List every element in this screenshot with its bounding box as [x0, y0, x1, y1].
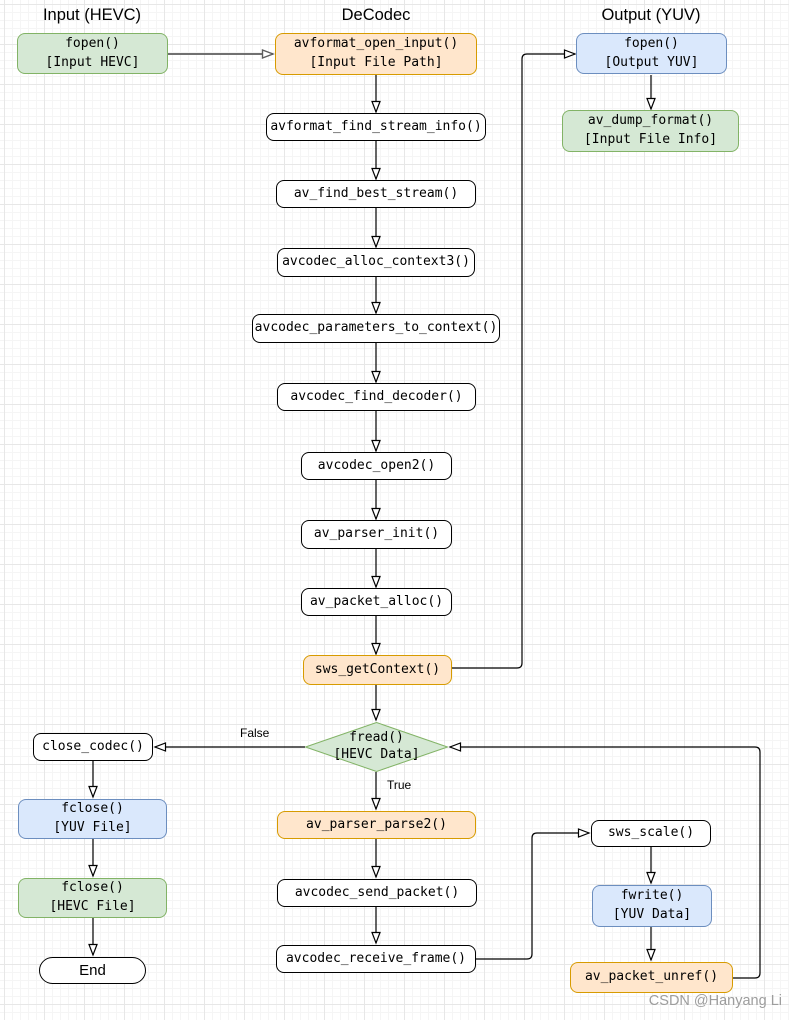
node-fopen-input-hevc: fopen() [Input HEVC]: [17, 33, 168, 74]
node-avformat-find-stream-info: avformat_find_stream_info(): [266, 113, 486, 141]
node-avcodec-alloc-context3: avcodec_alloc_context3(): [277, 248, 475, 277]
node-fread-decision: fread() [HEVC Data]: [305, 722, 448, 772]
node-fopen-output-yuv: fopen() [Output YUV]: [576, 33, 727, 74]
node-avformat-open-input: avformat_open_input() [Input File Path]: [275, 33, 477, 75]
fread-label: fread() [HEVC Data]: [333, 730, 420, 762]
edge-label-false: False: [240, 726, 270, 740]
node-fclose-yuv: fclose() [YUV File]: [18, 799, 167, 839]
node-fwrite-yuv: fwrite() [YUV Data]: [592, 885, 712, 927]
node-av-parser-parse2: av_parser_parse2(): [277, 811, 476, 839]
edge-label-true: True: [387, 778, 412, 792]
node-avcodec-parameters-to-context: avcodec_parameters_to_context(): [252, 314, 500, 343]
node-avcodec-open2: avcodec_open2(): [301, 452, 452, 480]
node-av-packet-alloc: av_packet_alloc(): [301, 588, 452, 616]
node-close-codec: close_codec(): [33, 733, 153, 761]
node-av-parser-init: av_parser_init(): [301, 520, 452, 549]
node-fclose-hevc: fclose() [HEVC File]: [18, 878, 167, 918]
edge-receive-frame-to-sws-scale: [476, 828, 591, 960]
edge-av-packet-unref-to-fread: [448, 742, 761, 979]
column-header-decodec: DeCodec: [341, 6, 411, 24]
column-header-input: Input (HEVC): [42, 6, 142, 24]
node-avcodec-send-packet: avcodec_send_packet(): [277, 879, 477, 907]
node-avcodec-receive-frame: avcodec_receive_frame(): [276, 945, 476, 973]
node-av-find-best-stream: av_find_best_stream(): [276, 180, 476, 208]
node-end: End: [39, 957, 146, 984]
diamond-shape: [305, 722, 448, 772]
node-av-dump-format: av_dump_format() [Input File Info]: [562, 110, 739, 152]
node-sws-scale: sws_scale(): [591, 820, 711, 847]
node-sws-getcontext: sws_getContext(): [303, 655, 452, 685]
watermark: CSDN @Hanyang Li: [648, 993, 782, 1009]
node-av-packet-unref: av_packet_unref(): [570, 962, 733, 993]
edge-sws-getcontext-to-fopen-output: [452, 49, 577, 669]
node-avcodec-find-decoder: avcodec_find_decoder(): [277, 383, 476, 411]
column-header-output: Output (YUV): [601, 6, 701, 24]
